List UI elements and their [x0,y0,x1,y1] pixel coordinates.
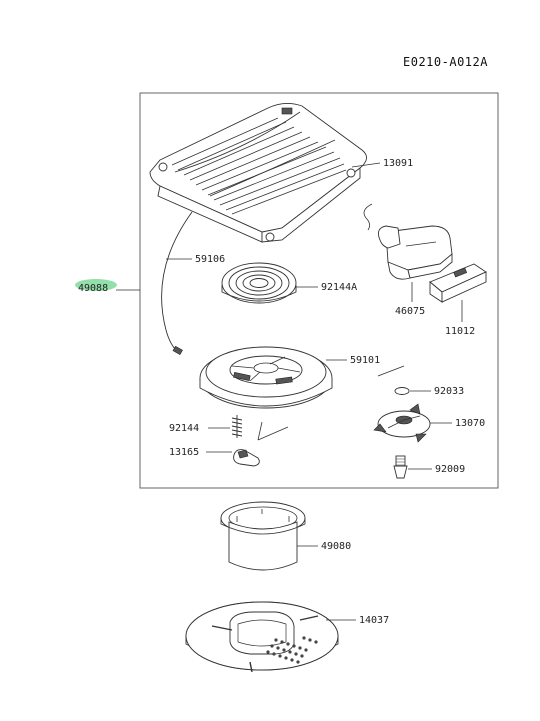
starter-housing-illustration[interactable] [149,103,367,243]
part-label-92009[interactable]: 92009 [435,464,465,475]
part-label-13070[interactable]: 13070 [455,418,485,429]
part-label-14037[interactable]: 14037 [359,615,389,626]
starter-reel-illustration[interactable] [199,346,333,409]
highlight-marker [75,279,117,291]
pawl-illustration[interactable] [233,449,260,467]
ratchet-spring-illustration[interactable] [231,415,243,438]
starter-handle-illustration[interactable] [378,225,453,280]
part-label-46075[interactable]: 46075 [395,306,425,317]
part-label-59106[interactable]: 59106 [195,254,225,265]
part-label-92033[interactable]: 92033 [434,386,464,397]
part-label-13165[interactable]: 13165 [169,447,199,458]
handle-grip-illustration[interactable] [429,263,487,303]
screw-illustration[interactable] [393,455,408,479]
recoil-spring-illustration[interactable] [221,262,297,304]
cover-plate-illustration[interactable] [185,601,339,673]
part-label-59101[interactable]: 59101 [350,355,380,366]
ratchet-illustration[interactable] [373,403,431,443]
part-label-13091[interactable]: 13091 [383,158,413,169]
part-label-92144[interactable]: 92144 [169,423,199,434]
part-label-92144A[interactable]: 92144A [321,282,357,293]
starter-rope-illustration[interactable] [161,211,193,353]
wire-hook [363,203,373,231]
washer-illustration[interactable] [394,387,410,395]
assembly-frame [139,92,499,489]
starter-cup-illustration[interactable] [220,501,306,571]
part-label-11012[interactable]: 11012 [445,326,475,337]
part-label-49080[interactable]: 49080 [321,541,351,552]
part-label-49088[interactable]: 49088 [78,283,108,294]
diagram-code: E0210-A012A [403,55,488,69]
